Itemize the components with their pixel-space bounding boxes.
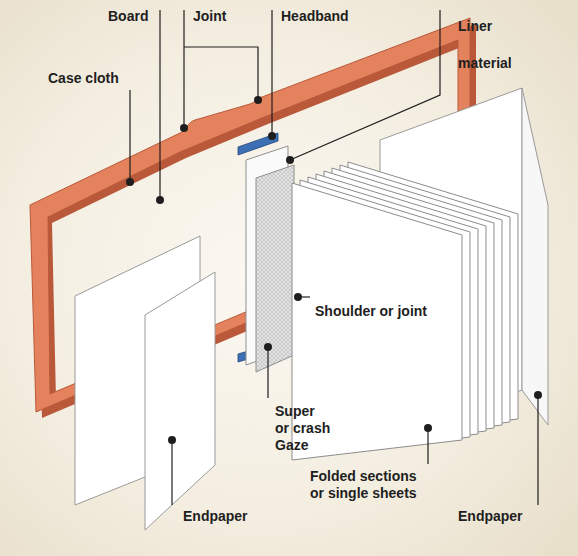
part-label: Shoulder or joint — [315, 303, 465, 320]
leader-line — [290, 10, 440, 160]
leader-dot — [126, 178, 134, 186]
leader-dot — [254, 96, 262, 104]
leader-dot — [286, 156, 294, 164]
joint-bracket — [184, 47, 258, 100]
leader-dot — [424, 424, 432, 432]
part-label: Headband — [281, 8, 361, 25]
leader-dot — [264, 343, 272, 351]
leader-dot — [534, 391, 542, 399]
book-block — [292, 162, 518, 460]
part-label: Liner material — [458, 8, 533, 82]
leader-dot — [168, 436, 176, 444]
leader-dot — [156, 196, 164, 204]
leader-line — [171, 440, 172, 505]
super-crash-mesh — [256, 165, 294, 372]
part-label: Endpaper — [183, 508, 263, 525]
leader-lines — [130, 10, 538, 505]
part-label: Super or crash Gaze — [275, 403, 332, 454]
leader-dot — [180, 124, 188, 132]
endpaper-leaf — [522, 88, 548, 425]
part-label: Folded sections or single sheets — [310, 468, 424, 502]
part-label: Joint — [193, 8, 243, 25]
endpaper-leaf — [145, 272, 215, 530]
leader-dot — [268, 132, 276, 140]
section-sheet — [292, 183, 462, 460]
leader-line — [271, 10, 272, 136]
leader-line — [159, 10, 160, 200]
leader-dots — [126, 96, 542, 444]
leader-line — [537, 395, 538, 505]
leader-dot — [294, 293, 302, 301]
leader-line — [267, 347, 268, 398]
part-label: Case cloth — [48, 70, 138, 87]
part-label: Endpaper — [458, 508, 538, 525]
leader-line — [427, 428, 428, 464]
part-label: Board — [108, 8, 168, 25]
leader-line — [183, 10, 184, 128]
leader-line — [129, 90, 130, 182]
